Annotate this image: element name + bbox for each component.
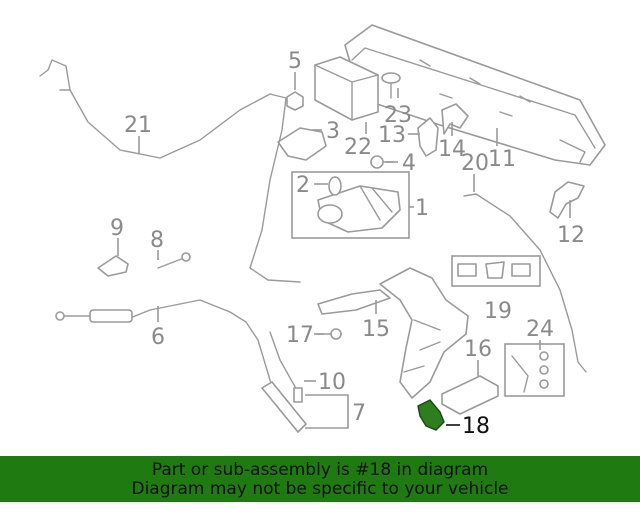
callout-1: 1 [415, 196, 429, 221]
part-7-bracket-line [305, 394, 349, 429]
callout-7: 7 [352, 401, 366, 426]
callout-19: 19 [484, 299, 512, 324]
part-7-rod [261, 381, 307, 433]
part-2-sleeve [328, 176, 342, 196]
callout-labels: 1 2 3 4 5 6 7 8 9 10 11 12 13 14 15 16 1… [110, 49, 585, 439]
banner-line-1: Part or sub-assembly is #18 in diagram [151, 460, 489, 480]
part-12-hinge [549, 181, 585, 219]
callout-11: 11 [488, 147, 516, 172]
part-19-box [451, 255, 541, 287]
callout-2: 2 [296, 173, 310, 198]
callout-15: 15 [362, 317, 390, 342]
part-24-box [504, 343, 565, 397]
part-8-bolt [157, 252, 191, 269]
linkage-assembly [379, 267, 469, 399]
callout-8: 8 [150, 228, 164, 253]
callout-10: 10 [318, 370, 346, 395]
callout-3: 3 [326, 119, 340, 144]
linkage-detail [403, 319, 441, 373]
parts-diagram: 1 2 3 4 5 6 7 8 9 10 11 12 13 14 15 16 1… [39, 24, 606, 439]
part-19-item-b [485, 261, 505, 279]
callout-18: 18 [462, 414, 490, 439]
callout-21: 21 [124, 113, 152, 138]
callout-14: 14 [438, 137, 466, 162]
part-24-bolts [511, 351, 549, 393]
part-1-box [291, 171, 410, 239]
callout-13: 13 [378, 123, 406, 148]
part-3-bracket [277, 127, 327, 161]
part-9-clip [97, 255, 129, 277]
part-16-box [441, 375, 499, 415]
callout-16: 16 [464, 337, 492, 362]
info-banner: Part or sub-assembly is #18 in diagram D… [0, 456, 640, 502]
callout-24: 24 [526, 317, 554, 342]
callout-5: 5 [288, 49, 302, 74]
part-22-module [314, 56, 379, 121]
part-1-motor [317, 185, 401, 233]
part-20-cable [463, 193, 587, 373]
part-19-item-a [457, 263, 477, 277]
callout-4: 4 [402, 151, 416, 176]
part-6-cable [55, 299, 281, 411]
callout-12: 12 [557, 223, 585, 248]
callout-6: 6 [151, 325, 165, 350]
part-23-bolt [381, 72, 401, 99]
part-18-highlighted [417, 399, 445, 431]
banner-line-2: Diagram may not be specific to your vehi… [131, 479, 509, 499]
part-14-clip [441, 103, 469, 135]
part-5-nut [286, 91, 304, 111]
part-19-item-c [511, 263, 531, 277]
callout-22: 22 [344, 135, 372, 160]
part-21-harness [47, 59, 301, 283]
part-15-lever [317, 289, 391, 315]
part-21-connector [39, 69, 71, 91]
part-10-rod [269, 331, 303, 403]
callout-23: 23 [384, 103, 412, 128]
part-13-clip [417, 117, 439, 157]
callout-17: 17 [286, 323, 314, 348]
callout-9: 9 [110, 216, 124, 241]
callout-20: 20 [461, 151, 489, 176]
